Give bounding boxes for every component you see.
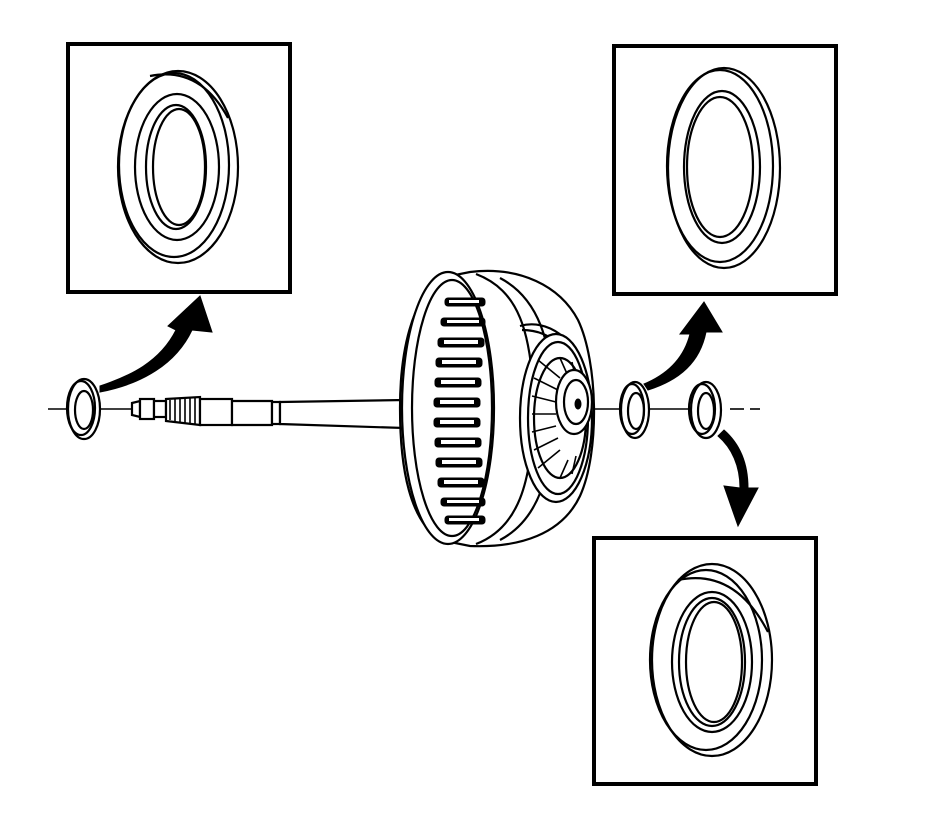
thrust-washer-right-2-icon [687, 380, 723, 440]
clutch-drum-icon [398, 269, 596, 548]
arrow-to-callout-top-left-icon [99, 295, 213, 393]
arrow-to-callout-top-right-icon [643, 301, 723, 391]
thrust-washer-detail-icon [665, 66, 782, 270]
arrow-to-callout-bottom-right-icon [717, 429, 759, 528]
splined-shaft-icon [130, 395, 406, 430]
drum-hub [518, 332, 594, 504]
thrust-washer-detail-icon [648, 562, 774, 758]
drum-slots [433, 297, 486, 525]
callout-top-left [66, 42, 292, 294]
thrust-washer-right-1-icon [618, 380, 651, 440]
thrust-washer-detail-icon [116, 69, 240, 265]
callout-bottom-right [592, 536, 818, 786]
callout-top-right [612, 44, 838, 296]
thrust-washer-left-icon [65, 377, 102, 441]
